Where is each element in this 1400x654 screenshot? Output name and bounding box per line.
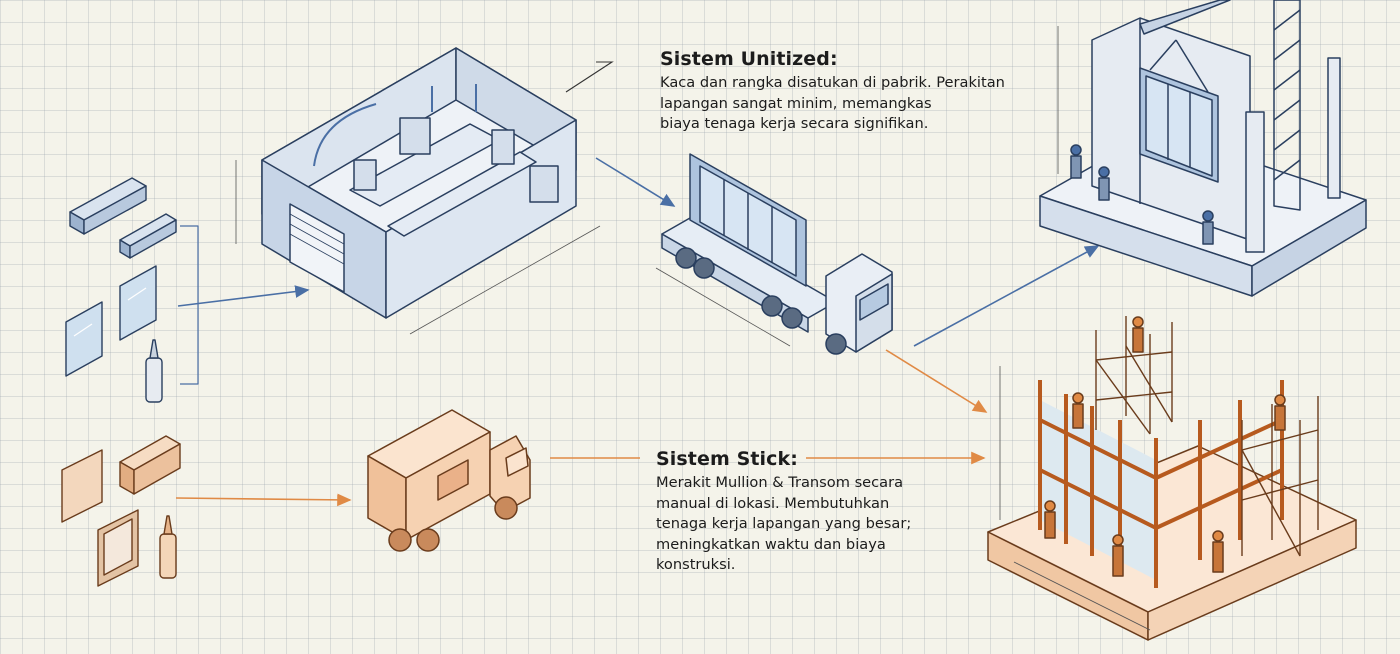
stick-site-illustration (987, 316, 1357, 641)
glass-pane-icon (65, 301, 103, 377)
worker-icon (1044, 500, 1056, 539)
worker-icon (1098, 166, 1110, 201)
arrow-truck-to-site-stick (885, 349, 988, 413)
flatbed-truck-illustration (655, 153, 893, 355)
unitized-title: Sistem Unitized: (660, 48, 838, 70)
unitized-callout: Sistem Unitized: Kaca dan rangka disatuk… (660, 48, 1060, 135)
arrow-materials-to-box-truck (175, 493, 352, 507)
box-truck-illustration (367, 409, 531, 552)
stick-materials (61, 435, 181, 587)
arrow-materials-to-factory (177, 285, 310, 307)
worker-icon (1212, 530, 1224, 573)
aluminum-profile-icon (119, 213, 177, 259)
worker-icon (1202, 210, 1214, 245)
stick-description: Merakit Mullion & Transom secara manual … (656, 474, 912, 573)
wood-panel-icon (61, 449, 103, 523)
factory-illustration (235, 47, 601, 335)
unitized-site-illustration (1039, 0, 1367, 297)
arrow-truck-to-site-unitized (913, 245, 1100, 347)
leader-line (565, 61, 614, 93)
aluminum-profile-icon (69, 177, 147, 235)
framed-glass-icon (97, 509, 139, 587)
worker-icon (1132, 316, 1144, 353)
worker-icon (1070, 144, 1082, 179)
worker-icon (1112, 534, 1124, 577)
stick-title: Sistem Stick: (656, 448, 798, 470)
sealant-tube-icon (145, 339, 163, 403)
arrow-factory-to-truck (595, 157, 676, 207)
stick-callout: Sistem Stick: Merakit Mullion & Transom … (656, 448, 956, 576)
glass-pane-icon (119, 265, 157, 341)
sealant-tube-icon (159, 515, 177, 579)
mullion-bundle-icon (119, 435, 181, 495)
worker-icon (1274, 394, 1286, 431)
unitized-description: Kaca dan rangka disatukan di pabrik. Per… (660, 74, 1005, 132)
worker-icon (1072, 392, 1084, 429)
unitized-materials (65, 177, 199, 403)
